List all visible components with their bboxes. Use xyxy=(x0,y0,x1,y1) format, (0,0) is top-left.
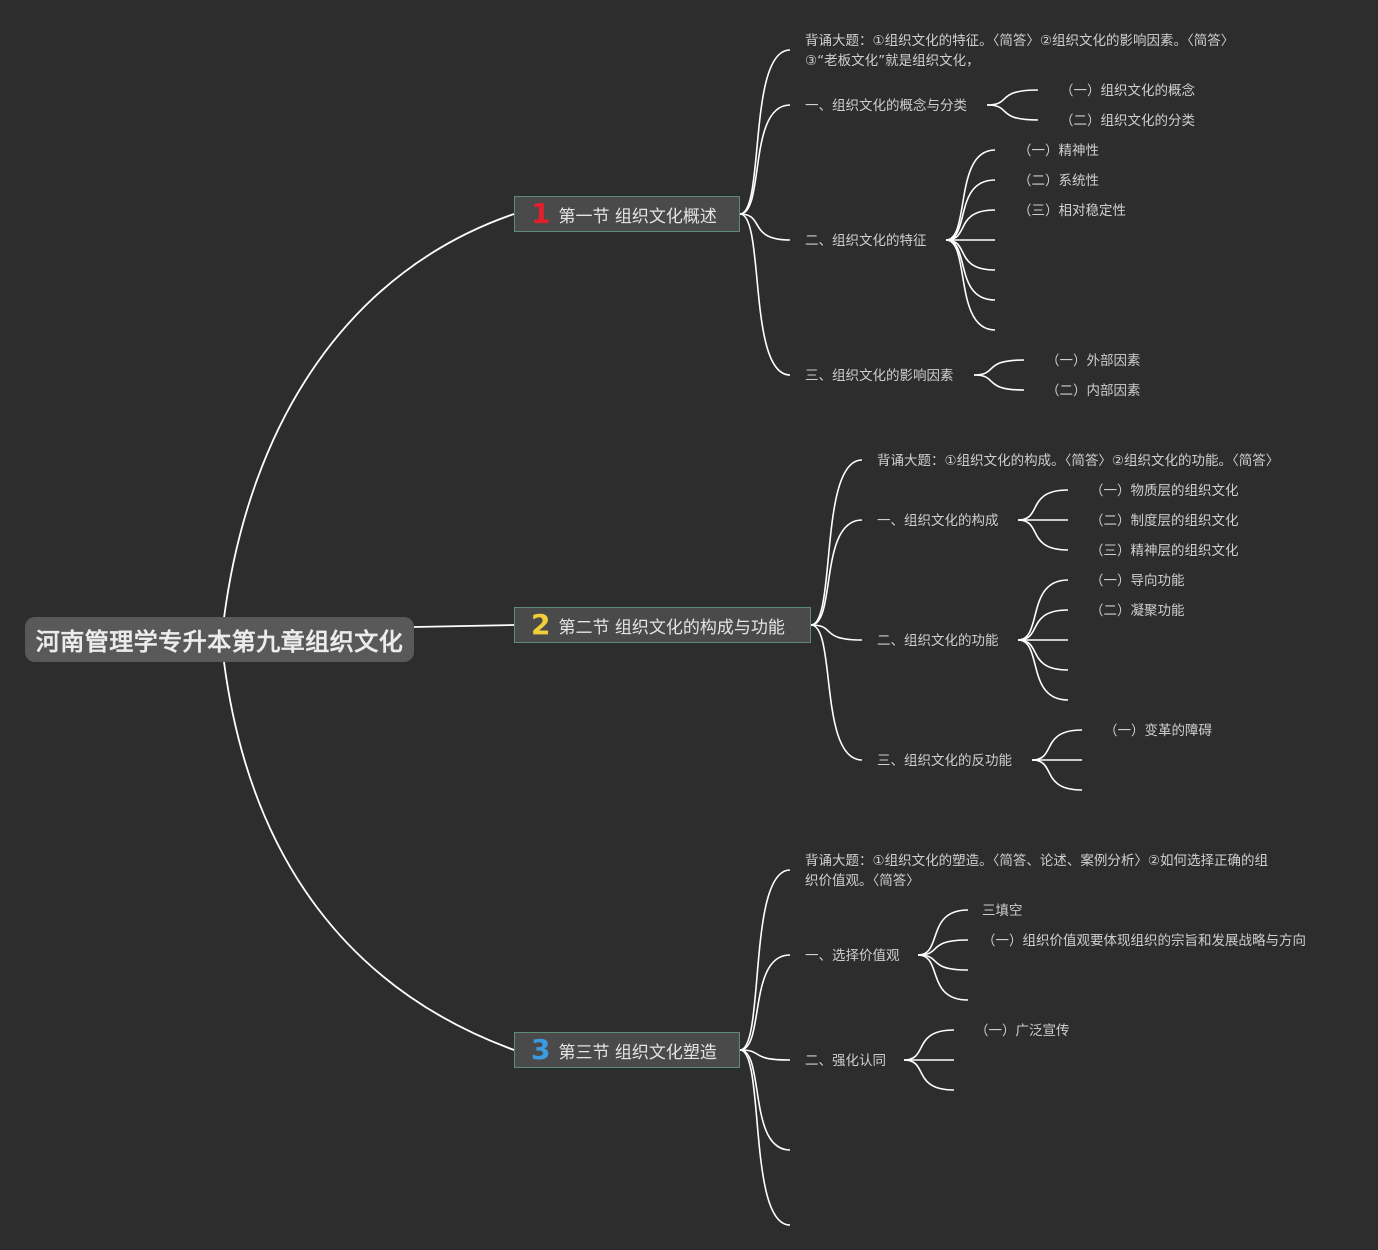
s1-topic-1[interactable]: 一、组织文化的概念与分类 xyxy=(805,98,967,114)
s2-topic-3-item-1[interactable]: （一）变革的障碍 xyxy=(1104,723,1212,739)
s2-topic-1-item-3[interactable]: （三）精神层的组织文化 xyxy=(1090,543,1239,559)
s3-topic-2-item-1[interactable]: （一）广泛宣传 xyxy=(975,1023,1070,1039)
s2t1-leaf-link-1 xyxy=(1017,489,1069,521)
s3-topic-2[interactable]: 二、强化认同 xyxy=(805,1053,886,1069)
s1t1-leaf-link-1 xyxy=(986,89,1039,106)
sec3-branch-link-1 xyxy=(739,869,791,1051)
s1t3-leaf-link-1 xyxy=(973,359,1025,376)
s3-topic-1[interactable]: 一、选择价值观 xyxy=(805,948,900,964)
s1t2-leaf-link-2 xyxy=(945,179,996,241)
root-to-section-2-link xyxy=(413,624,515,628)
s2t2-leaf-link-4 xyxy=(1017,639,1069,671)
s1-topic-3[interactable]: 三、组织文化的影响因素 xyxy=(805,368,954,384)
s1t3-leaf-link-2 xyxy=(973,374,1025,391)
s1-topic-1-item-2[interactable]: （二）组织文化的分类 xyxy=(1060,113,1195,129)
s2t2-leaf-link-2 xyxy=(1017,609,1069,641)
sec3-branch-link-5 xyxy=(739,1049,791,1226)
s2-topic-1-item-2[interactable]: （二）制度层的组织文化 xyxy=(1090,513,1239,529)
section-1-title: 第一节 组织文化概述 xyxy=(558,206,717,227)
s2t1-leaf-link-3 xyxy=(1017,519,1069,551)
section-1-recite-line-1[interactable]: 背诵大题：①组织文化的特征。〈简答〉②组织文化的影响因素。〈简答〉 xyxy=(805,33,1235,49)
section-3-recite-line-2[interactable]: 织价值观。〈简答〉 xyxy=(805,873,920,889)
section-1-node[interactable]: 1 第一节 组织文化概述 xyxy=(514,196,740,232)
s1-topic-2-item-1[interactable]: （一）精神性 xyxy=(1018,143,1099,159)
sec2-branch-link-2 xyxy=(810,519,863,626)
section-3-node[interactable]: 3 第三节 组织文化塑造 xyxy=(514,1032,740,1068)
sec1-branch-link-2 xyxy=(739,104,791,215)
sec3-branch-link-4 xyxy=(739,1049,791,1151)
s2-topic-3[interactable]: 三、组织文化的反功能 xyxy=(877,753,1012,769)
s2-topic-2-item-2[interactable]: （二）凝聚功能 xyxy=(1090,603,1185,619)
s3-topic-1-item-2[interactable]: （一）组织价值观要体现组织的宗旨和发展战略与方向 xyxy=(982,933,1306,949)
s1t2-leaf-link-3 xyxy=(945,209,996,241)
section-3-recite-line-1[interactable]: 背诵大题：①组织文化的塑造。〈简答、论述、案例分析〉②如何选择正确的组 xyxy=(805,853,1268,869)
sec1-branch-link-3 xyxy=(739,213,791,241)
section-1-number-badge: 1 xyxy=(531,197,551,230)
sec2-branch-link-4 xyxy=(810,624,863,761)
section-3-title: 第三节 组织文化塑造 xyxy=(558,1042,717,1063)
s1-topic-3-item-1[interactable]: （一）外部因素 xyxy=(1046,353,1141,369)
s3t2-leaf-link-3 xyxy=(903,1059,955,1091)
s1t1-leaf-link-2 xyxy=(986,104,1039,121)
s2t2-leaf-link-5 xyxy=(1017,639,1069,701)
s3t1-leaf-link-1 xyxy=(917,909,969,956)
s2-topic-2[interactable]: 二、组织文化的功能 xyxy=(877,633,999,649)
s1-topic-2-item-3[interactable]: （三）相对稳定性 xyxy=(1018,203,1126,219)
s2t2-leaf-link-1 xyxy=(1017,579,1069,641)
section-2-number-badge: 2 xyxy=(531,608,551,641)
section-2-node[interactable]: 2 第二节 组织文化的构成与功能 xyxy=(514,607,811,643)
s2-topic-1-item-1[interactable]: （一）物质层的组织文化 xyxy=(1090,483,1239,499)
s1-topic-2-item-2[interactable]: （二）系统性 xyxy=(1018,173,1099,189)
root-to-section-1-link xyxy=(223,213,515,619)
s1-topic-3-item-2[interactable]: （二）内部因素 xyxy=(1046,383,1141,399)
s3t2-leaf-link-1 xyxy=(903,1029,955,1061)
sec1-branch-link-1 xyxy=(739,49,791,215)
s1t2-leaf-link-1 xyxy=(945,149,996,241)
sec3-branch-link-3 xyxy=(739,1049,791,1061)
s3-topic-1-item-1[interactable]: 三填空 xyxy=(982,903,1023,919)
s2-topic-1[interactable]: 一、组织文化的构成 xyxy=(877,513,999,529)
s1-topic-2[interactable]: 二、组织文化的特征 xyxy=(805,233,927,249)
s3t1-leaf-link-4 xyxy=(917,954,969,1001)
s3t1-leaf-link-2 xyxy=(917,939,969,956)
sec2-branch-link-3 xyxy=(810,624,863,641)
s2-topic-2-item-1[interactable]: （一）导向功能 xyxy=(1090,573,1185,589)
root-to-section-3-link xyxy=(223,661,515,1051)
root-topic[interactable]: 河南管理学专升本第九章组织文化 xyxy=(25,617,414,662)
s1t2-leaf-link-7 xyxy=(945,239,996,331)
section-2-title: 第二节 组织文化的构成与功能 xyxy=(558,617,785,638)
s1-topic-1-item-1[interactable]: （一）组织文化的概念 xyxy=(1060,83,1195,99)
sec1-branch-link-4 xyxy=(739,213,791,376)
section-2-recite-line-1[interactable]: 背诵大题：①组织文化的构成。〈简答〉②组织文化的功能。〈简答〉 xyxy=(877,453,1280,469)
sec3-branch-link-2 xyxy=(739,954,791,1051)
s2t3-leaf-link-3 xyxy=(1031,759,1083,791)
sec2-branch-link-1 xyxy=(810,459,863,626)
s2t3-leaf-link-1 xyxy=(1031,729,1083,761)
section-3-number-badge: 3 xyxy=(531,1033,551,1066)
section-1-recite-line-2[interactable]: ③“老板文化”就是组织文化， xyxy=(805,53,980,69)
